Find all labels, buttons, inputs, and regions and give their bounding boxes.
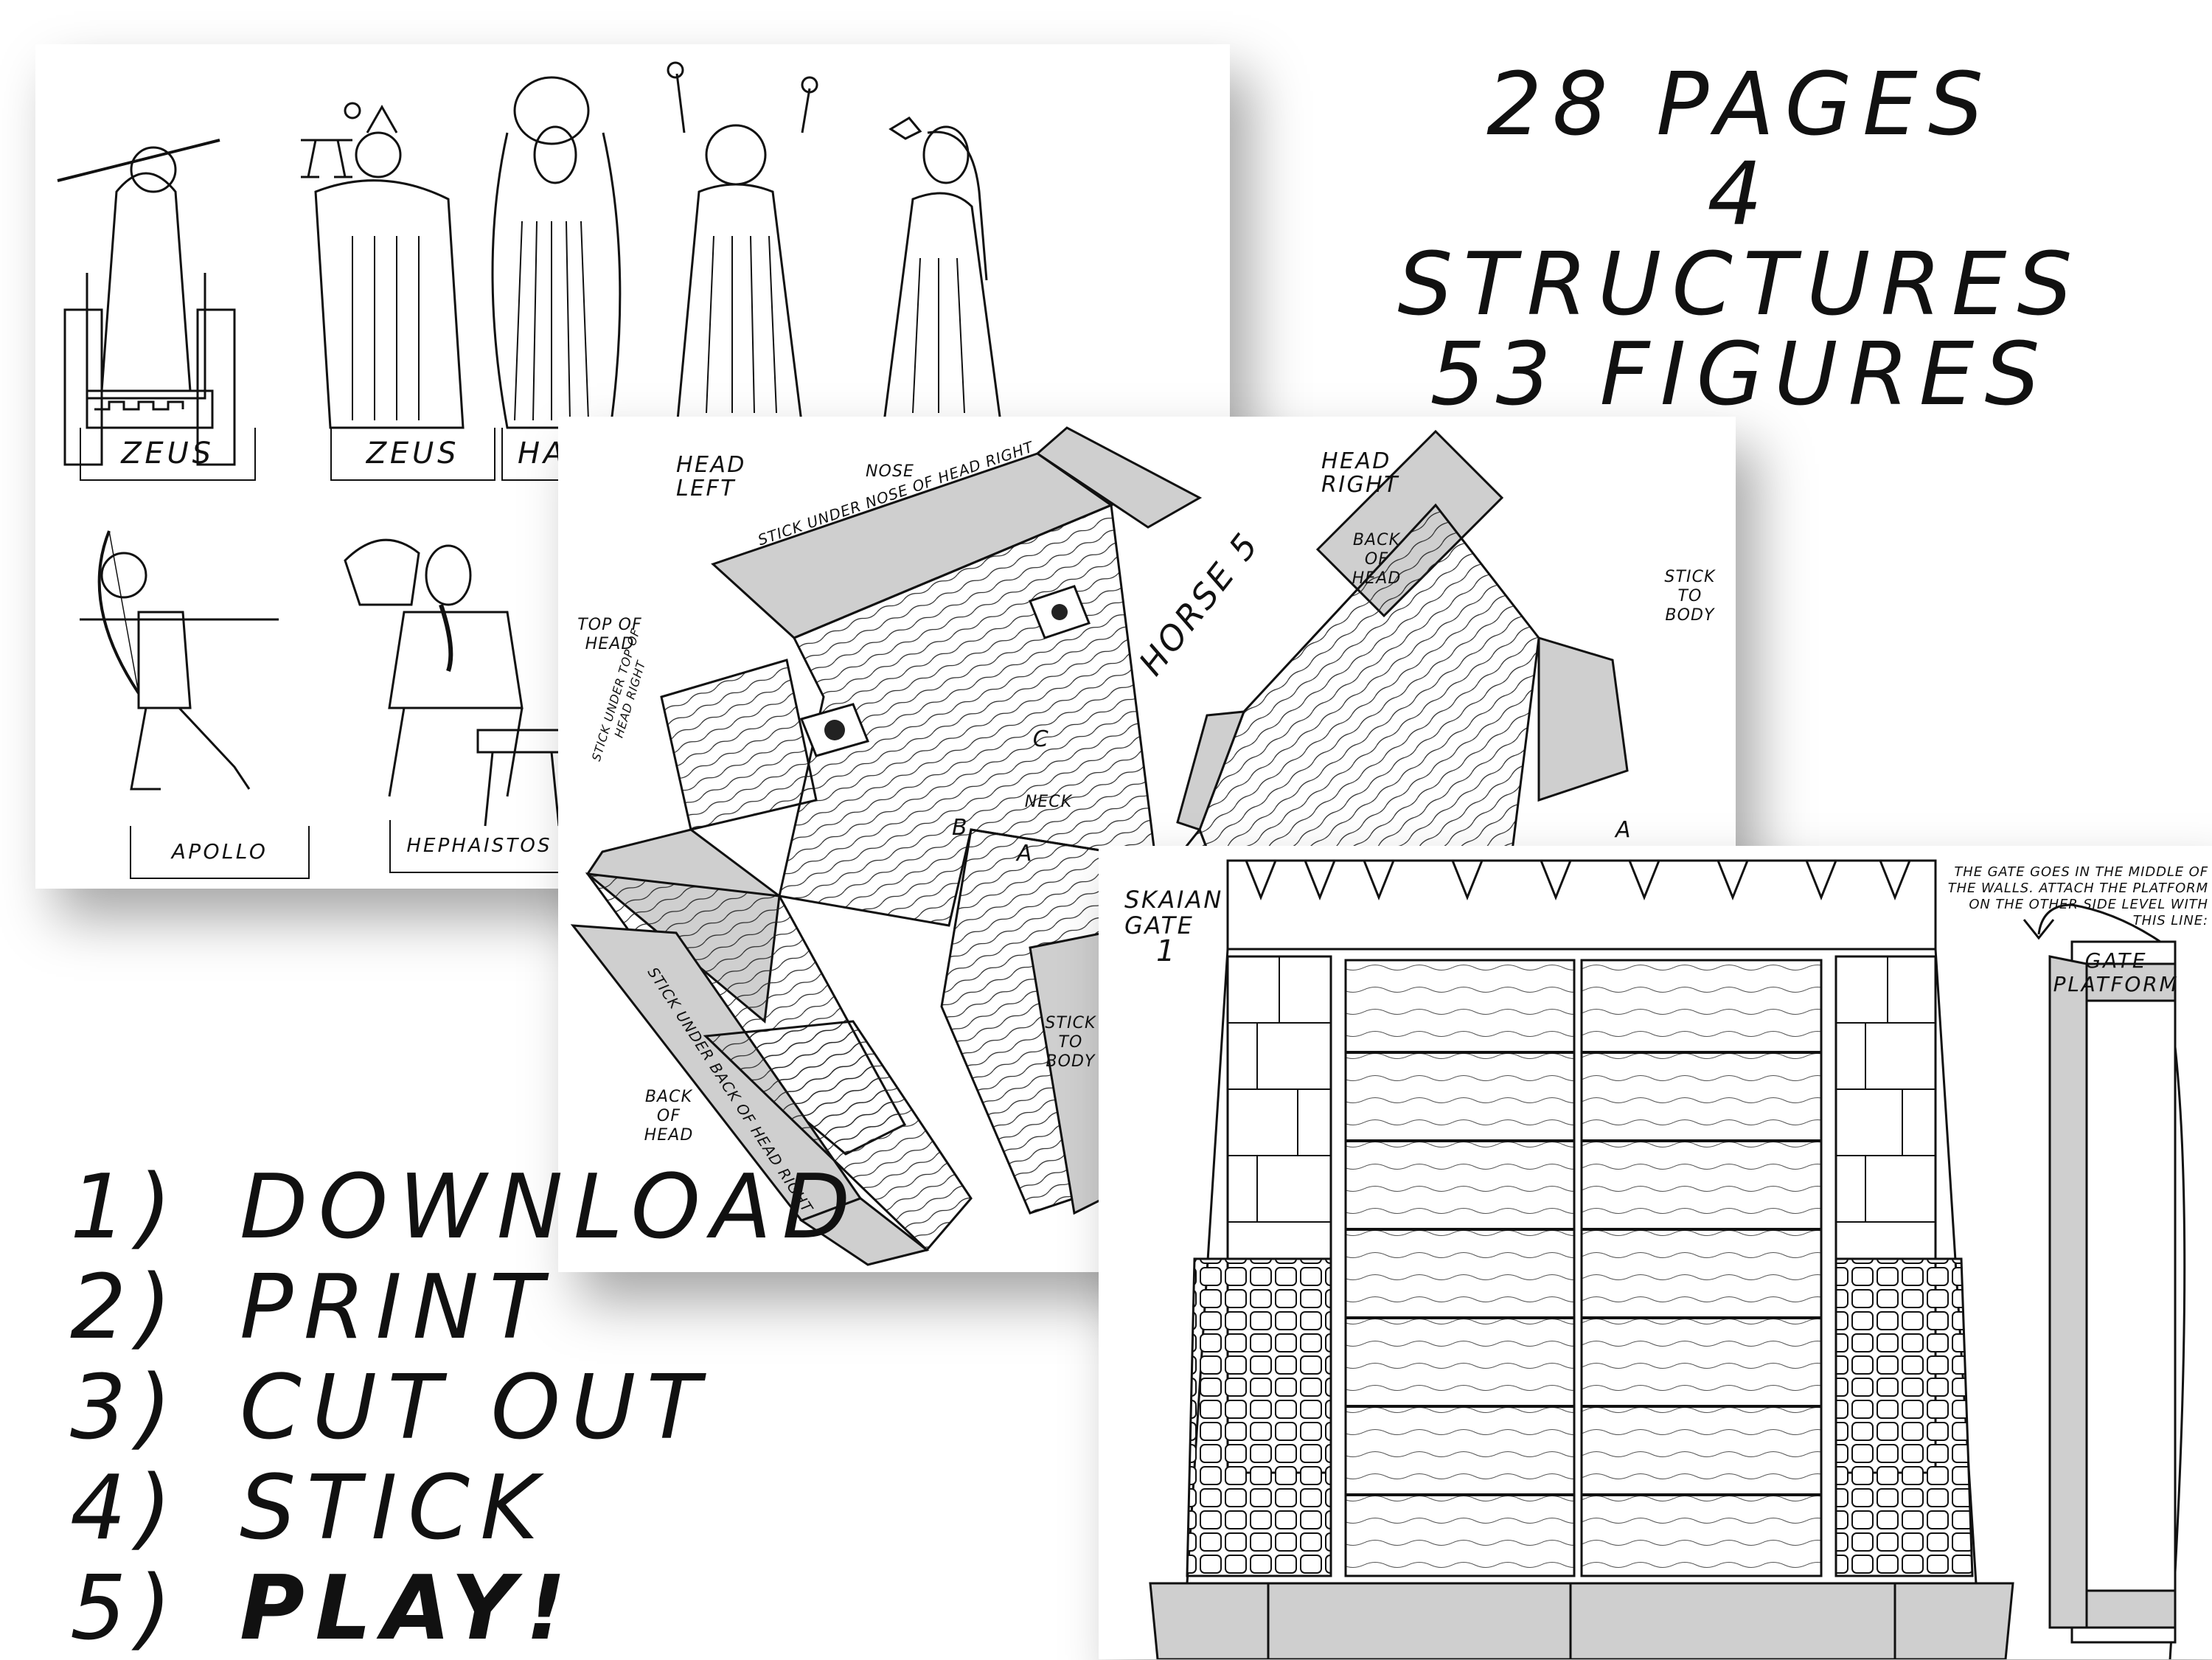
gate-title-line2: GATE: [1124, 911, 1194, 940]
gate-title-line3: 1: [1156, 934, 1178, 968]
label-back-of-head-top: BACK OF HEAD: [1352, 531, 1402, 588]
label-nose: NOSE: [865, 462, 915, 481]
label-mark-b: B: [951, 815, 969, 841]
step-2: 2)PRINT: [70, 1257, 554, 1359]
label-neck: NECK: [1024, 793, 1073, 811]
stat-figures: 53 FIGURES: [1430, 323, 2051, 425]
step-5-text: PLAY!: [240, 1557, 577, 1660]
figure-label-apollo: APOLLO: [130, 826, 310, 879]
product-stats: 28 PAGES 4 STRUCTURES 53 FIGURES: [1357, 59, 2124, 419]
label-mark-c: C: [1032, 726, 1050, 752]
step-5: 5)PLAY!: [70, 1557, 577, 1660]
step-1: 1)DOWNLOAD: [70, 1156, 861, 1259]
figure-label-zeus-standing: ZEUS: [330, 428, 495, 481]
step-4-text: STICK: [240, 1457, 549, 1560]
gate-sheet: SKAIAN GATE 1 THE GATE GOES IN THE MIDDL…: [1099, 846, 2212, 1659]
stat-structures: 4 STRUCTURES: [1397, 143, 2083, 335]
gate-papercraft-illustration: [1149, 859, 2186, 1659]
label-stick-to-body-top: STICK TO BODY: [1664, 568, 1716, 625]
step-3: 3)CUT OUT: [70, 1357, 712, 1459]
label-back-of-head-bottom: BACK OF HEAD: [644, 1088, 694, 1145]
gate-title-line1: SKAIAN: [1124, 886, 1223, 914]
figure-label-zeus-seated: ZEUS: [80, 428, 256, 481]
stat-pages: 28 PAGES: [1486, 53, 1994, 155]
label-head-left: HEAD LEFT: [676, 452, 746, 501]
label-stick-to-body-bottom: STICK TO BODY: [1045, 1014, 1096, 1071]
label-mark-a-right: A: [1615, 817, 1632, 843]
step-1-text: DOWNLOAD: [240, 1156, 861, 1259]
figure-label-hephaistos: HEPHAISTOS: [389, 820, 569, 873]
label-head-right: HEAD RIGHT: [1321, 448, 1399, 498]
label-top-of-head: TOP OF HEAD: [577, 616, 642, 653]
gate-note: THE GATE GOES IN THE MIDDLE OF THE WALLS…: [1947, 864, 2208, 928]
step-3-text: CUT OUT: [240, 1357, 712, 1459]
gate-platform-label: GATE PLATFORM: [2053, 948, 2180, 996]
instruction-steps: 1)DOWNLOAD 2)PRINT 3)CUT OUT 4)STICK 5)P…: [70, 1158, 861, 1659]
label-mark-a-left: A: [1016, 841, 1034, 867]
step-4: 4)STICK: [70, 1457, 549, 1560]
step-2-text: PRINT: [240, 1257, 554, 1359]
figures-illustration: [57, 61, 1003, 827]
